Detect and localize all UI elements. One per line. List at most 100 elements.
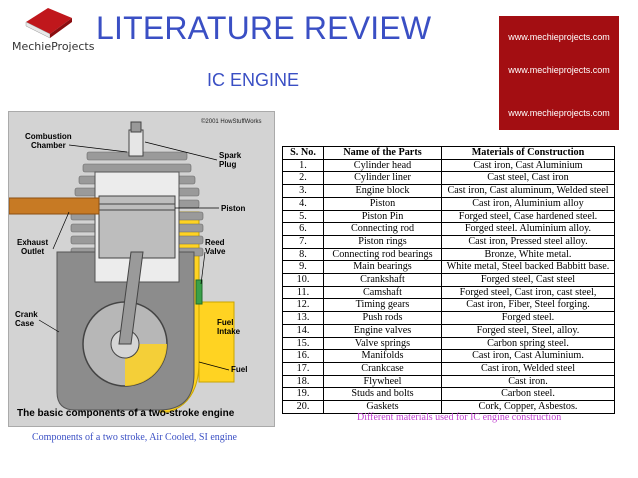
cell-part-name: Valve springs [323, 336, 442, 351]
cell-part-name: Crankcase [323, 361, 442, 376]
header-part-name: Name of the Parts [323, 146, 442, 160]
exhaust-pipe [8, 197, 100, 215]
table-header-row: S. No. Name of the Parts Materials of Co… [282, 146, 615, 160]
cell-part-name: Piston Pin [323, 209, 442, 224]
cell-materials: Carbon steel. [441, 387, 615, 402]
mechieprojects-logo: MechieProjects [6, 2, 95, 58]
cell-sno: 2. [282, 171, 324, 186]
label-crank-case: Crank [15, 310, 38, 319]
cell-sno: 16. [282, 349, 324, 363]
cell-part-name: Connecting rod [323, 222, 442, 236]
connecting-rod [118, 251, 144, 345]
label-spark-plug: Spark [219, 151, 242, 160]
materials-table: S. No. Name of the Parts Materials of Co… [282, 146, 615, 414]
links-panel: www.mechieprojects.com www.mechieproject… [499, 16, 619, 130]
cell-sno: 17. [282, 361, 324, 376]
cell-part-name: Flywheel [323, 374, 442, 389]
cell-materials: Cork, Copper, Asbestos. [441, 400, 615, 414]
label-reed-valve: Reed [205, 238, 225, 247]
table-caption: Different materials used for IC engine c… [357, 412, 562, 423]
cell-materials: Forged steel, Cast steel [441, 273, 615, 287]
cell-sno: 14. [282, 323, 324, 338]
cell-sno: 18. [282, 374, 324, 389]
cell-part-name: Piston [323, 196, 442, 211]
cell-sno: 8. [282, 247, 324, 262]
cell-part-name: Engine block [323, 184, 442, 198]
cell-sno: 7. [282, 234, 324, 249]
cell-part-name: Cylinder head [323, 158, 442, 173]
cell-materials: Cast iron, Cast Aluminium [441, 158, 615, 173]
header-materials: Materials of Construction [441, 146, 615, 160]
cell-materials: Cast iron, Aluminium alloy [441, 196, 615, 211]
label-fuel: Fuel [231, 365, 247, 374]
cell-sno: 12. [282, 298, 324, 313]
logo-text: MechieProjects [12, 40, 95, 53]
cell-sno: 20. [282, 400, 324, 414]
cell-sno: 6. [282, 222, 324, 236]
figure-copyright: ©2001 HowStuffWorks [201, 118, 262, 125]
cell-part-name: Camshaft [323, 285, 442, 300]
cell-materials: Bronze, White metal. [441, 247, 615, 262]
cell-part-name: Manifolds [323, 349, 442, 363]
cell-sno: 19. [282, 387, 324, 402]
cell-part-name: Studs and bolts [323, 387, 442, 402]
page-title: LITERATURE REVIEW [96, 10, 432, 46]
label-piston: Piston [221, 204, 246, 213]
cell-materials: Forged steel, Steel, alloy. [441, 323, 615, 338]
book-icon [25, 8, 72, 39]
cell-part-name: Connecting rod bearings [323, 247, 442, 262]
cell-materials: Cast iron, Fiber, Steel forging. [441, 298, 615, 313]
website-link[interactable]: www.mechieprojects.com [508, 32, 610, 42]
cell-sno: 13. [282, 311, 324, 325]
cell-part-name: Engine valves [323, 323, 442, 338]
cell-materials: Cast iron, Cast Aluminium. [441, 349, 615, 363]
cell-materials: Cast steel, Cast iron [441, 171, 615, 186]
piston [98, 195, 176, 259]
label-spark-plug: Plug [219, 160, 236, 169]
cell-materials: Forged steel. Aluminium alloy. [441, 222, 615, 236]
cell-materials: White metal, Steel backed Babbitt base. [441, 260, 615, 275]
label-crank-case: Case [15, 319, 35, 328]
cell-materials: Carbon spring steel. [441, 336, 615, 351]
cell-part-name: Crankshaft [323, 273, 442, 287]
label-combustion-chamber: Chamber [31, 141, 66, 150]
cell-part-name: Cylinder liner [323, 171, 442, 186]
cell-sno: 5. [282, 209, 324, 224]
website-link[interactable]: www.mechieprojects.com [508, 65, 610, 75]
label-combustion-chamber: Combustion [25, 132, 72, 141]
cell-materials: Forged steel. [441, 311, 615, 325]
label-exhaust-outlet: Outlet [21, 247, 44, 256]
cell-materials: Forged steel, Cast iron, cast steel, [441, 285, 615, 300]
figure-caption: Components of a two stroke, Air Cooled, … [32, 432, 237, 443]
cell-part-name: Timing gears [323, 298, 442, 313]
spark-plug [128, 121, 144, 157]
website-link[interactable]: www.mechieprojects.com [508, 108, 610, 118]
figure-banner: The basic components of a two-stroke eng… [17, 408, 235, 419]
cell-sno: 10. [282, 273, 324, 287]
header-sno: S. No. [282, 146, 324, 160]
cell-materials: Cast iron, Pressed steel alloy. [441, 234, 615, 249]
cell-sno: 3. [282, 184, 324, 198]
cell-part-name: Main bearings [323, 260, 442, 275]
cell-materials: Forged steel, Case hardened steel. [441, 209, 615, 224]
label-exhaust-outlet: Exhaust [17, 238, 48, 247]
page-subtitle: IC ENGINE [207, 70, 300, 90]
cell-part-name: Push rods [323, 311, 442, 325]
label-fuel-intake: Intake [217, 327, 241, 336]
